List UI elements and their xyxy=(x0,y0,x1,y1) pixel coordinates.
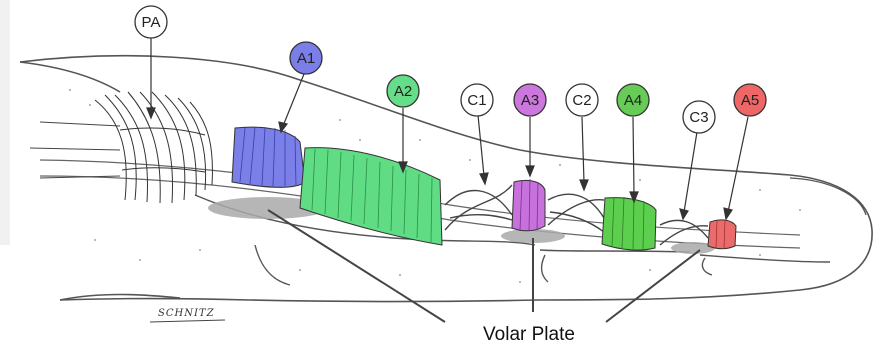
badge-c3-label: C3 xyxy=(689,109,708,126)
badge-c1-label: C1 xyxy=(467,92,486,109)
badge-pa: PA xyxy=(135,6,167,38)
signature-underline xyxy=(150,320,225,322)
c2-cruciate xyxy=(548,194,604,232)
badge-pa-label: PA xyxy=(142,14,161,31)
volar-plate-caption: Volar Plate xyxy=(483,324,575,345)
badge-a1: A1 xyxy=(290,42,322,74)
badge-a2-label: A2 xyxy=(394,83,412,100)
badge-c2-label: C2 xyxy=(572,92,591,109)
a5-pulley xyxy=(708,220,736,249)
artist-signature: SCHNITZ xyxy=(158,308,215,319)
a1-pulley xyxy=(232,127,305,187)
badge-a1-label: A1 xyxy=(297,50,315,67)
badge-a3: A3 xyxy=(514,84,546,116)
badge-a5: A5 xyxy=(734,84,766,116)
badge-c3: C3 xyxy=(683,101,715,133)
pa-proximal-lines xyxy=(30,122,120,178)
badge-a4-label: A4 xyxy=(624,92,642,109)
a4-pulley xyxy=(602,197,656,250)
a3-pulley xyxy=(512,179,545,231)
badge-a2: A2 xyxy=(387,75,419,107)
badge-a5-label: A5 xyxy=(741,92,759,109)
badge-a4: A4 xyxy=(617,84,649,116)
badge-a3-label: A3 xyxy=(521,92,539,109)
c1-cruciate xyxy=(445,185,512,230)
badge-c1: C1 xyxy=(461,84,493,116)
badge-c2: C2 xyxy=(566,84,598,116)
left-edge-strip xyxy=(0,0,10,245)
